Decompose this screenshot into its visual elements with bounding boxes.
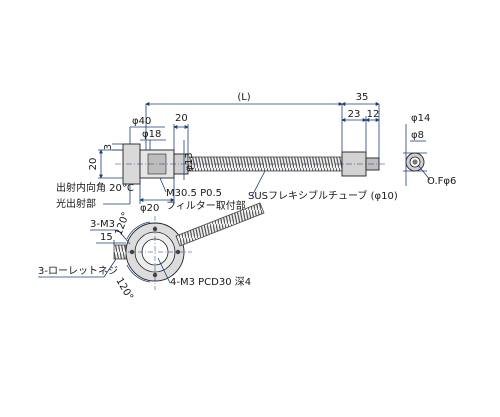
dim-phi40: φ40	[132, 116, 151, 127]
dim-3: 3	[103, 144, 114, 150]
dim-23: 23	[348, 109, 361, 120]
label-knurl-screw: 3-ローレットネジ	[38, 265, 118, 277]
dim-phi14: φ14	[411, 113, 430, 124]
label-emission-part: 光出射部	[56, 197, 96, 210]
dim-angle-top: 120°	[113, 211, 132, 237]
dim-15: 15	[100, 232, 113, 243]
side-view: (L) 35 23 12 φ40 20 φ18 φ13 3	[56, 92, 398, 214]
end-view: φ14 φ8 O.Fφ6	[403, 113, 456, 187]
front-view: 3-M3 15 120° 120° 3-ローレットネジ 4-M3 PCD30 深…	[38, 202, 265, 302]
dim-20-top: 20	[175, 113, 188, 124]
dim-angle-bottom: 120°	[113, 276, 135, 302]
mount-hole	[152, 272, 158, 278]
dim-12: 12	[367, 109, 380, 120]
label-filter-mount: フィルター取付部	[166, 199, 246, 212]
dim-phi13: φ13	[184, 152, 195, 171]
dim-length: (L)	[237, 92, 250, 103]
dim-35: 35	[356, 92, 369, 103]
knurl-screw	[113, 244, 127, 260]
dim-20-side: 20	[88, 158, 99, 171]
label-pcd: 4-M3 PCD30 深4	[170, 276, 251, 288]
dim-phi8: φ8	[411, 130, 424, 141]
label-sus-tube: SUSフレキシブルチューブ (φ10)	[248, 189, 398, 202]
dim-phi20: φ20	[140, 203, 159, 214]
dim-of-phi6: O.Fφ6	[427, 176, 456, 187]
dim-m30: M30.5 P0.5	[166, 188, 222, 199]
dim-phi18: φ18	[142, 129, 161, 140]
front-tube	[175, 202, 265, 247]
dim-3-m3: 3-M3	[90, 219, 115, 230]
label-emission-angle: 出射内向角 20°C	[56, 181, 134, 194]
